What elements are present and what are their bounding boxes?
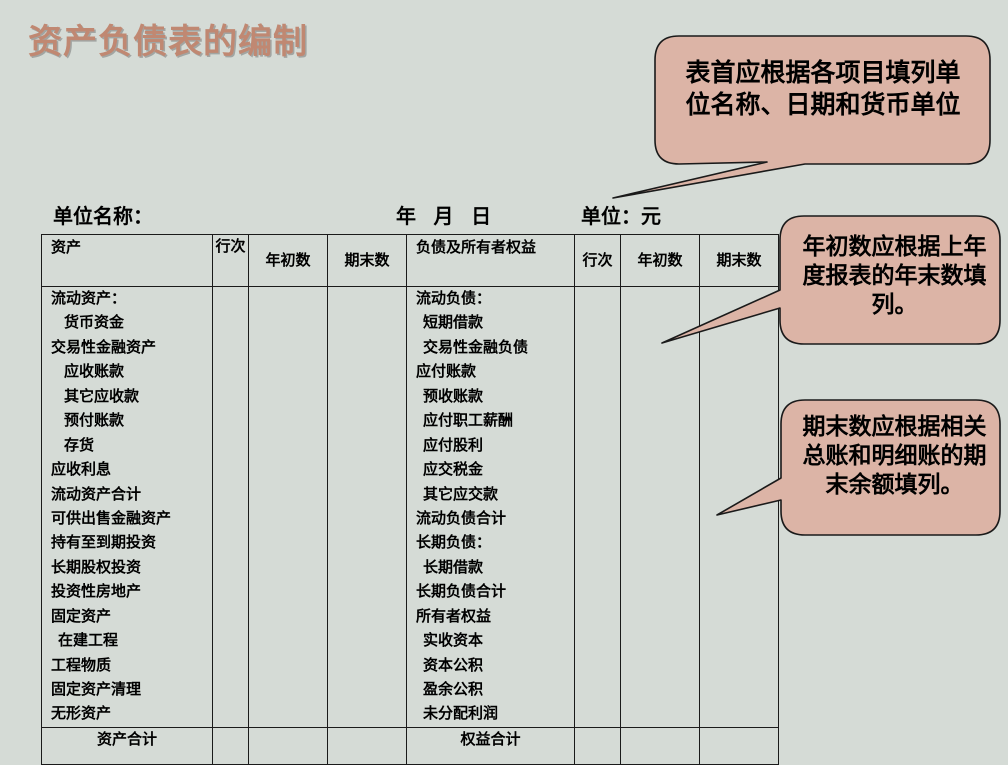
- liability-item: 长期借款: [423, 558, 484, 576]
- asset-end-cell[interactable]: [327, 286, 407, 728]
- asset-item: 应收账款: [64, 363, 125, 381]
- callout-bubble-sheet-header: 表首应根据各项目填列单位名称、日期和货币单位: [612, 35, 991, 211]
- column-header-begin-left: 年初数: [248, 234, 328, 287]
- unit-name-label: 单位名称：: [53, 206, 153, 228]
- asset-item: 持有至到期投资: [51, 534, 157, 552]
- asset-item: 存货: [64, 436, 95, 454]
- asset-item: 流动资产合计: [51, 485, 142, 503]
- asset-items-list: 流动资产： 货币资金交易性金融资产应收账款其它应收款预付账款存货应收利息流动资产合…: [41, 286, 213, 728]
- liability-item: 应交税金: [423, 461, 484, 479]
- table-header-row: 资产 行次 年初数 期末数 负债及所有者权益 行次 年初数 期末数: [41, 234, 779, 287]
- asset-total-label: 资产合计: [41, 726, 213, 765]
- liability-item: 实收资本: [423, 632, 484, 650]
- liability-item: 预收账款: [423, 387, 484, 405]
- liability-item: 流动负债：: [416, 290, 492, 307]
- liability-total-begin-cell[interactable]: [620, 726, 700, 765]
- asset-seq-cell[interactable]: [212, 286, 249, 728]
- asset-item: 可供出售金融资产: [51, 509, 172, 527]
- liability-item: 资本公积: [423, 656, 484, 674]
- liability-item: 应付账款: [416, 363, 477, 381]
- asset-item: 预付账款: [64, 412, 125, 430]
- callout-2-text: 年初数应根据上年度报表的年末数填列。: [802, 233, 987, 317]
- callout-3-text: 期末数应根据相关总账和明细账的期末余额填列。: [802, 413, 987, 497]
- asset-item: 长期股权投资: [51, 558, 142, 576]
- asset-item: 投资性房地产: [51, 583, 142, 601]
- liability-item: 流动负债合计: [416, 509, 507, 527]
- column-header-asset: 资产: [41, 234, 213, 287]
- asset-total-begin-cell[interactable]: [248, 726, 328, 765]
- liability-item: 盈余公积: [423, 681, 484, 698]
- column-header-begin-right: 年初数: [620, 234, 700, 287]
- slide-canvas: 资产负债表的编制 单位名称： 年 月 日 单位：元 资产 行次 年初数 期末数 …: [28, 23, 1001, 765]
- asset-item: 在建工程: [58, 632, 119, 650]
- liability-total-end-cell[interactable]: [699, 726, 779, 765]
- asset-item: 固定资产: [51, 607, 112, 625]
- callout-bubble-beginning-balance: 年初数应根据上年度报表的年末数填列。: [660, 215, 1001, 351]
- liability-item: 长期负债合计: [416, 583, 507, 601]
- liability-begin-cell[interactable]: [620, 286, 700, 728]
- asset-item: 应收利息: [51, 461, 112, 479]
- column-header-seq-left: 行次: [212, 234, 249, 287]
- liability-item: 应付股利: [423, 436, 484, 454]
- asset-item: 货币资金: [64, 314, 125, 332]
- date-label: 年 月 日: [396, 206, 498, 228]
- liability-total-label: 权益合计: [406, 726, 575, 765]
- liability-item: 交易性金融负债: [423, 338, 529, 356]
- liability-item: 应付职工薪酬: [423, 412, 514, 430]
- liability-item: 所有者权益: [416, 607, 492, 625]
- liability-seq-cell[interactable]: [574, 286, 621, 728]
- page-title: 资产负债表的编制: [28, 23, 308, 61]
- asset-total-seq-cell[interactable]: [212, 726, 249, 765]
- currency-unit-label: 单位：元: [581, 206, 661, 228]
- asset-item: 交易性金融资产: [51, 338, 157, 356]
- asset-total-end-cell[interactable]: [327, 726, 407, 765]
- liability-item: 短期借款: [423, 314, 484, 332]
- asset-item: 其它应收款: [64, 387, 140, 405]
- liability-item: 长期负债：: [416, 534, 492, 552]
- column-header-liability: 负债及所有者权益: [406, 234, 575, 287]
- callout-bubble-ending-balance: 期末数应根据相关总账和明细账的期末余额填列。: [715, 399, 1001, 536]
- column-header-end-left: 期末数: [327, 234, 407, 287]
- liability-item: 其它应交款: [423, 485, 499, 503]
- table-body-row: 流动资产： 货币资金交易性金融资产应收账款其它应收款预付账款存货应收利息流动资产合…: [41, 286, 779, 728]
- table-total-row: 资产合计 权益合计: [41, 726, 779, 765]
- callout-1-text: 表首应根据各项目填列单位名称、日期和货币单位: [685, 59, 961, 119]
- column-header-seq-right: 行次: [574, 234, 621, 287]
- asset-item: 工程物质: [51, 656, 112, 674]
- asset-begin-cell[interactable]: [248, 286, 328, 728]
- liability-total-seq-cell[interactable]: [574, 726, 621, 765]
- column-header-end-right: 期末数: [699, 234, 779, 287]
- liability-items-list: 流动负债： 短期借款交易性金融负债应付账款预收账款应付职工薪酬应付股利应交税金其它…: [406, 286, 575, 728]
- asset-item: 流动资产：: [51, 290, 127, 307]
- asset-item: 固定资产清理: [51, 681, 142, 698]
- sheet-header-line: 单位名称： 年 月 日 单位：元: [41, 200, 753, 232]
